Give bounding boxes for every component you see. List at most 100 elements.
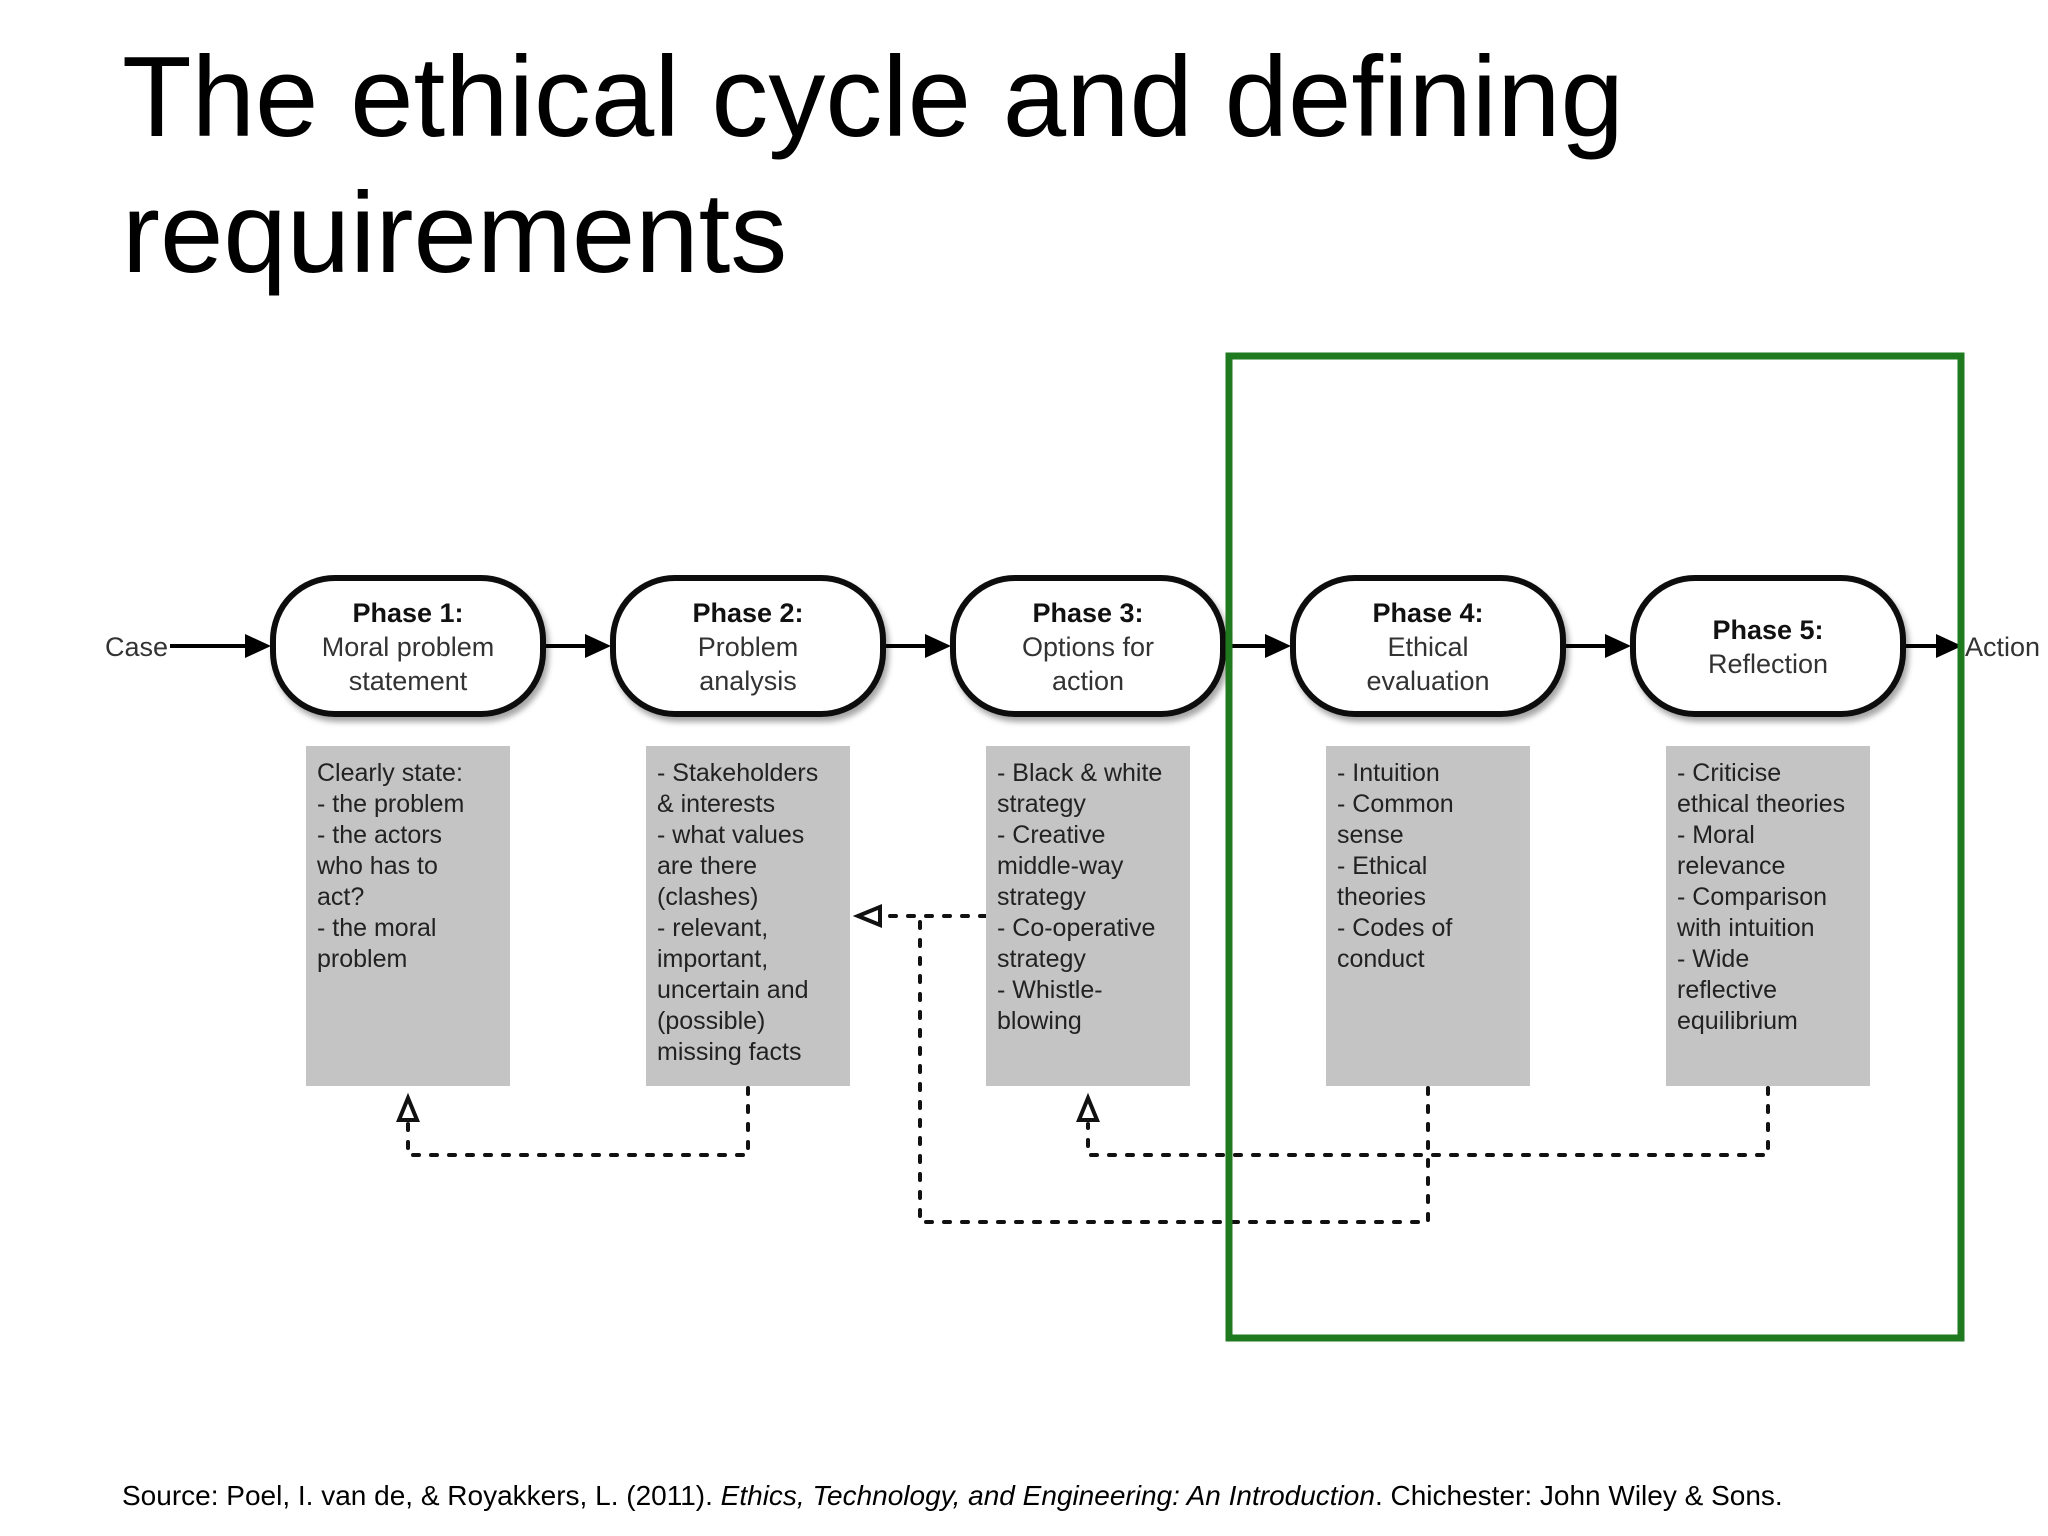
source-citation: Source: Poel, I. van de, & Royakkers, L.… [122, 1479, 1783, 1513]
detail-line: - Wide [1677, 945, 1749, 973]
detail-line: strategy [997, 945, 1086, 973]
feedback-arrowhead-2 [852, 904, 882, 928]
detail-line: - Common [1337, 790, 1454, 818]
detail-line: Clearly state: [317, 759, 463, 787]
detail-line: important, [657, 945, 768, 973]
action-label: Action [1965, 632, 2040, 662]
detail-box-1 [306, 746, 510, 1086]
detail-line: - Ethical [1337, 852, 1427, 880]
flow-arrowhead-3 [1265, 634, 1291, 658]
feedback-2-to-1 [406, 1086, 750, 1157]
phase-3-pill [950, 575, 1226, 717]
detail-line: reflective [1677, 976, 1777, 1004]
detail-line: theories [1337, 883, 1426, 911]
feedback-arrowhead-3 [1076, 1092, 1100, 1122]
detail-line: - Moral [1677, 821, 1755, 849]
highlight-frame [1225, 352, 1965, 1342]
phase-5: Phase 5: Reflection [1630, 575, 1906, 717]
feedback-arrowhead-1 [396, 1092, 420, 1122]
detail-line: - Criticise [1677, 759, 1781, 787]
phase-5-pill [1630, 575, 1906, 717]
phase-2: Phase 2: Problem analysis [610, 575, 886, 717]
detail-line: uncertain and [657, 976, 809, 1004]
detail-line: problem [317, 945, 407, 973]
detail-line: blowing [997, 1007, 1082, 1035]
phase-1-pill [270, 575, 546, 717]
detail-line: - relevant, [657, 914, 768, 942]
detail-line: conduct [1337, 945, 1425, 973]
phase-3-subtitle: action [1052, 666, 1124, 696]
detail-line: with intuition [1676, 914, 1815, 942]
detail-line: - Stakeholders [657, 759, 818, 787]
detail-line: - the problem [317, 790, 464, 818]
phase-5-name: Phase 5: [1712, 615, 1823, 645]
flow-arrowhead-1 [585, 634, 611, 658]
phase-4-subtitle: Ethical [1387, 632, 1468, 662]
flow-arrowhead-4 [1605, 634, 1631, 658]
source-book-title: Ethics, Technology, and Engineering: An … [720, 1480, 1375, 1511]
detail-line: - Black & white [997, 759, 1162, 787]
detail-line: who has to [316, 852, 438, 880]
phase-4-details: - Intuition - Common sense - Ethical theorie… [1326, 746, 1530, 1086]
phase-1-details: Clearly state: - the problem - the actors w… [306, 746, 510, 1086]
case-arrowhead [245, 634, 271, 658]
phase-4: Phase 4: Ethical evaluation [1290, 575, 1566, 717]
detail-line: (clashes) [657, 883, 758, 911]
detail-line: strategy [997, 790, 1086, 818]
phase-5-subtitle: Reflection [1708, 649, 1828, 679]
flow-arrowhead-5 [1936, 634, 1962, 658]
detail-line: - Intuition [1337, 759, 1440, 787]
flow-arrowhead-2 [925, 634, 951, 658]
phase-1-name: Phase 1: [352, 598, 463, 628]
phase-1-subtitle: statement [349, 666, 468, 696]
detail-line: strategy [997, 883, 1086, 911]
detail-line: middle-way [997, 852, 1124, 880]
detail-line: missing facts [657, 1038, 801, 1066]
phase-2-name: Phase 2: [692, 598, 803, 628]
detail-line: - the moral [317, 914, 436, 942]
phase-1: Phase 1: Moral problem statement [270, 575, 546, 717]
detail-line: are there [657, 852, 757, 880]
detail-line: relevance [1677, 852, 1785, 880]
phase-3-subtitle: Options for [1022, 632, 1154, 662]
detail-box-2 [646, 746, 850, 1086]
detail-line: ethical theories [1677, 790, 1845, 818]
feedback-5-to-3 [1086, 1086, 1770, 1157]
feedback-links [396, 904, 1770, 1224]
phase-2-subtitle: Problem [698, 632, 799, 662]
detail-line: - Whistle- [997, 976, 1103, 1004]
phase-4-name: Phase 4: [1372, 598, 1483, 628]
phase-4-pill [1290, 575, 1566, 717]
source-prefix: Source: Poel, I. van de, & Royakkers, L.… [122, 1480, 721, 1511]
source-suffix: . Chichester: John Wiley & Sons. [1374, 1480, 1783, 1511]
detail-line: - Creative [997, 821, 1105, 849]
detail-line: equilibrium [1677, 1007, 1798, 1035]
phase-3-details: - Black & white strategy - Creative middle-… [986, 746, 1190, 1086]
case-label: Case [105, 632, 168, 662]
detail-box-4 [1326, 746, 1530, 1086]
detail-line: - Co-operative [997, 914, 1155, 942]
detail-box-5 [1666, 746, 1870, 1086]
phase-5-details: - Criticise ethical theories - Moral releva… [1666, 746, 1870, 1086]
phase-4-subtitle: evaluation [1366, 666, 1489, 696]
detail-line: act? [317, 883, 364, 911]
phase-2-subtitle: analysis [699, 666, 797, 696]
detail-line: - Codes of [1337, 914, 1452, 942]
phase-3: Phase 3: Options for action [950, 575, 1226, 717]
phase-2-details: - Stakeholders & interests - what values ar… [646, 746, 850, 1086]
detail-line: sense [1337, 821, 1404, 849]
detail-line: & interests [657, 790, 775, 818]
detail-line: - the actors [317, 821, 442, 849]
detail-line: - Comparison [1677, 883, 1827, 911]
phase-2-pill [610, 575, 886, 717]
slide-title: The ethical cycle and defining requireme… [122, 34, 1624, 297]
detail-line: - what values [657, 821, 804, 849]
phase-1-subtitle: Moral problem [322, 632, 495, 662]
detail-line: (possible) [657, 1007, 765, 1035]
detail-box-3 [986, 746, 1190, 1086]
feedback-4-to-2 [880, 914, 1430, 1224]
detail-boxes: Clearly state: - the problem - the actors w… [306, 746, 1870, 1086]
phase-3-name: Phase 3: [1032, 598, 1143, 628]
